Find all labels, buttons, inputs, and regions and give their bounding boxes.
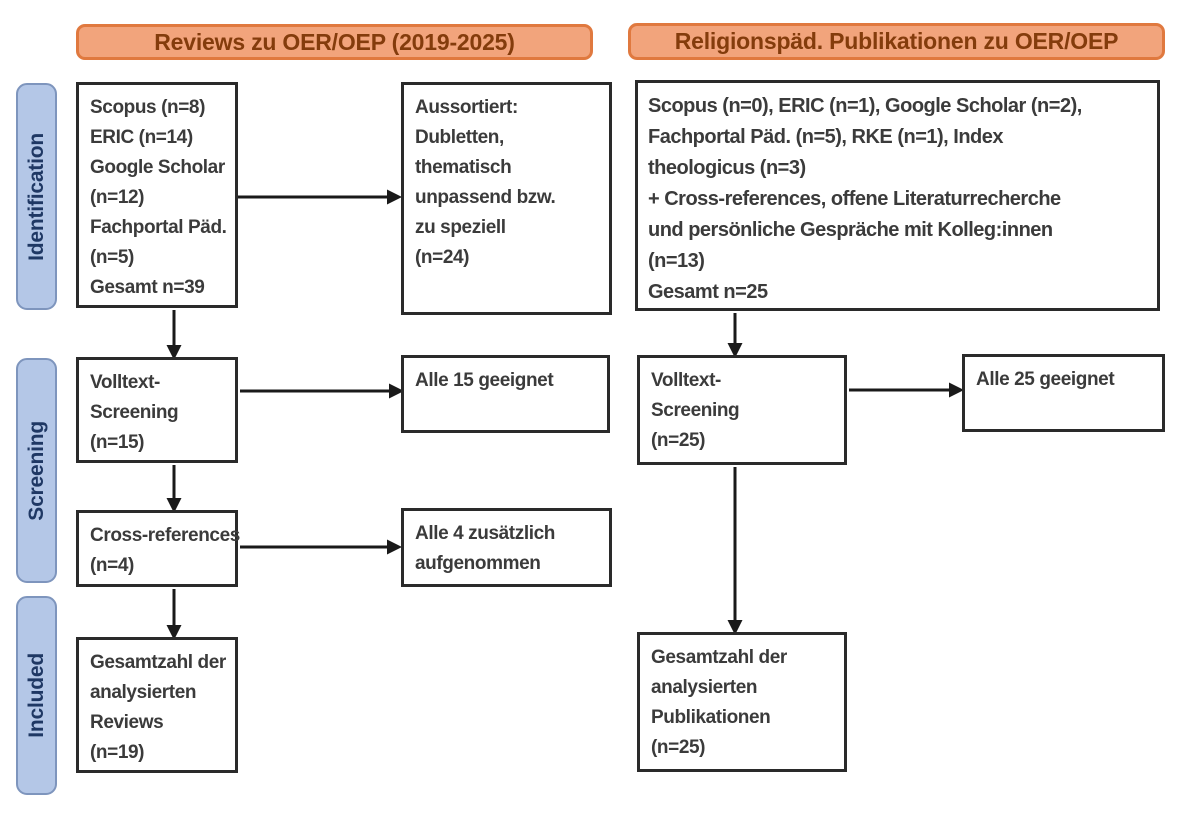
box-left-cross-references: Cross-references (n=4) (76, 510, 240, 587)
box-right-fulltext-result: Alle 25 geeignet (962, 354, 1165, 432)
stage-label-screening: Screening (16, 358, 57, 583)
box-right-fulltext-screening: Volltext- Screening (n=25) (637, 355, 847, 465)
stage-label-screening-text: Screening (24, 420, 48, 521)
box-left-fulltext-screening: Volltext- Screening (n=15) (76, 357, 238, 463)
stage-label-identification-text: Identification (24, 132, 48, 261)
box-left-cross-references-result: Alle 4 zusätzlich aufgenommen (401, 508, 612, 587)
box-left-excluded: Aussortiert: Dubletten, thematisch unpas… (401, 82, 612, 315)
column-header-reviews: Reviews zu OER/OEP (2019-2025) (76, 24, 593, 60)
box-right-included-total: Gesamtzahl der analysierten Publikatione… (637, 632, 847, 772)
stage-label-included-text: Included (24, 653, 48, 738)
stage-label-identification: Identification (16, 83, 57, 310)
box-right-sources: Scopus (n=0), ERIC (n=1), Google Scholar… (635, 80, 1160, 311)
box-left-sources: Scopus (n=8) ERIC (n=14) Google Scholar … (76, 82, 238, 308)
column-header-religionspaed-publikationen: Religionspäd. Publikationen zu OER/OEP (628, 23, 1165, 60)
box-left-included-total: Gesamtzahl der analysierten Reviews (n=1… (76, 637, 238, 773)
box-left-fulltext-result: Alle 15 geeignet (401, 355, 610, 433)
stage-label-included: Included (16, 596, 57, 795)
